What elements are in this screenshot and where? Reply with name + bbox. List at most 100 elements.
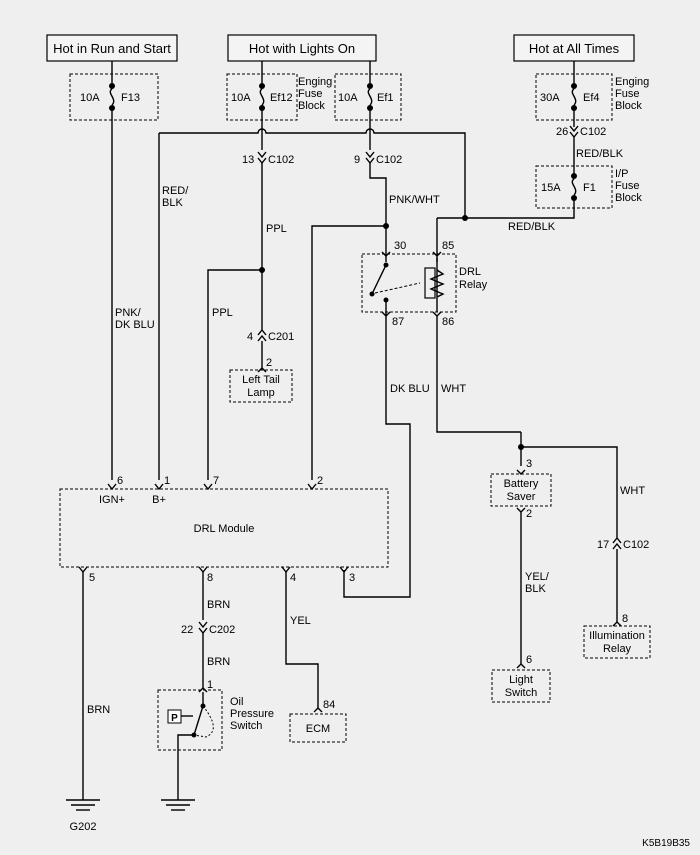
wire-brn-lower: BRN: [207, 656, 230, 668]
battery-saver-pin-top: 3: [526, 458, 532, 470]
fuse-f13-id: F13: [121, 92, 140, 104]
ip-fuse-block-label: I/P Fuse Block: [615, 168, 642, 204]
svg-text:RED/: RED/: [162, 185, 189, 197]
ip-block-line-1: I/P: [615, 168, 628, 180]
engine-fuse-block-label-2: Enging Fuse Block: [615, 76, 649, 112]
left-tail-lamp-line-1: Left Tail: [242, 374, 280, 386]
figure-code: K5B19B35: [642, 838, 690, 849]
module-pin-3: 3: [349, 572, 355, 584]
connector-c102-9: 9 C102: [354, 151, 402, 166]
light-switch-pin: 6: [526, 654, 532, 666]
fuse-ef12: 10A Ef12: [226, 73, 298, 121]
ip-block-line-2: Fuse: [615, 180, 639, 192]
module-pin-1: 1: [164, 475, 170, 487]
battery-saver: 3 Battery Saver 2: [490, 458, 552, 520]
fuse-f1: 15A F1: [535, 165, 613, 209]
ecm-name: ECM: [306, 723, 330, 735]
drl-relay: 30 85 DRL Relay 87 86: [361, 240, 488, 328]
engine-fuse-block-label-1: Enging Fuse Block: [298, 76, 332, 112]
svg-text:PNK/: PNK/: [115, 307, 142, 319]
relay-pin-30: 30: [394, 240, 406, 252]
oil-switch-line-1: Oil: [230, 696, 243, 708]
wire-wht-right: WHT: [620, 485, 645, 497]
left-tail-lamp-line-2: Lamp: [247, 387, 275, 399]
module-pin-2: 2: [317, 475, 323, 487]
connector-c102-13: 13 C102: [242, 151, 294, 166]
module-label-ign: IGN+: [99, 494, 125, 506]
header-all-times: Hot at All Times: [513, 34, 635, 62]
fuse-ef1-amps: 10A: [338, 92, 358, 104]
illumination-relay-line-2: Relay: [603, 643, 632, 655]
wire-pnk-wht: PNK/WHT: [389, 194, 440, 206]
header-run-start: Hot in Run and Start: [46, 34, 178, 62]
wire-red-blk-relay: RED/BLK: [508, 221, 556, 233]
wire-pnk-dkblu-label: PNK/ DK BLU: [115, 307, 155, 331]
wire-wht-relay: WHT: [441, 383, 466, 395]
wire-yel-blk-label: YEL/ BLK: [525, 571, 550, 595]
wire-ppl-upper: PPL: [266, 223, 287, 235]
c102-13-pin: 13: [242, 154, 254, 166]
relay-pin-87: 87: [392, 316, 404, 328]
fuse-f13: 10A F13: [69, 73, 159, 121]
ip-block-line-3: Block: [615, 192, 642, 204]
engine-block-1-line-3: Block: [298, 100, 325, 112]
svg-text:BLK: BLK: [162, 197, 183, 209]
module-pin-7: 7: [213, 475, 219, 487]
c102-26-name: C102: [580, 126, 606, 138]
c102-13-name: C102: [268, 154, 294, 166]
header-lights-on: Hot with Lights On: [227, 34, 377, 62]
wire-yel: YEL: [290, 615, 311, 627]
fuse-ef12-amps: 10A: [231, 92, 251, 104]
wire-dk-blu: DK BLU: [390, 383, 430, 395]
fuse-ef4: 30A Ef4: [535, 73, 613, 121]
header-run-start-text: Hot in Run and Start: [53, 41, 171, 56]
module-label-b: B+: [152, 494, 166, 506]
fuse-ef12-id: Ef12: [270, 92, 293, 104]
fuse-ef1-id: Ef1: [377, 92, 394, 104]
module-pin-8: 8: [207, 572, 213, 584]
fuse-ef4-amps: 30A: [540, 92, 560, 104]
relay-name-line-2: Relay: [459, 279, 488, 291]
ground-g202-label: G202: [70, 821, 97, 833]
battery-saver-line-2: Saver: [507, 491, 536, 503]
connector-c102-17: 17 C102: [597, 536, 649, 551]
relay-name-line-1: DRL: [459, 266, 481, 278]
connector-c201-4: 4 C201: [247, 328, 294, 343]
c102-26-pin: 26: [556, 126, 568, 138]
oil-switch-line-3: Switch: [230, 720, 262, 732]
ecm-pin: 84: [323, 699, 335, 711]
oil-switch-line-2: Pressure: [230, 708, 274, 720]
oil-switch-pin: 1: [207, 679, 213, 691]
module-pin-6: 6: [117, 475, 123, 487]
c201-4-name: C201: [268, 331, 294, 343]
c202-22-name: C202: [209, 624, 235, 636]
c202-22-pin: 22: [181, 624, 193, 636]
engine-block-1-line-1: Enging: [298, 76, 332, 88]
wire-brn-ground: BRN: [87, 704, 110, 716]
wire-red-blk-left-label: RED/ BLK: [162, 185, 189, 209]
c102-9-name: C102: [376, 154, 402, 166]
wire-red-blk-ip: RED/BLK: [576, 148, 624, 160]
illumination-relay-pin: 8: [622, 613, 628, 625]
relay-pin-86: 86: [442, 316, 454, 328]
c102-9-pin: 9: [354, 154, 360, 166]
ground-g202: G202: [66, 799, 100, 833]
left-tail-lamp-pin: 2: [266, 357, 272, 369]
fuse-f13-amps: 10A: [80, 92, 100, 104]
c102-17-pin: 17: [597, 539, 609, 551]
light-switch-line-1: Light: [509, 674, 533, 686]
light-switch: 6 Light Switch: [491, 654, 551, 703]
left-tail-lamp: 2 Left Tail Lamp: [229, 357, 293, 403]
fuse-ef4-id: Ef4: [583, 92, 600, 104]
wire-ppl-lower: PPL: [212, 307, 233, 319]
light-switch-line-2: Switch: [505, 687, 537, 699]
illumination-relay: 8 Illumination Relay: [583, 613, 651, 659]
connector-c102-26: 26 C102: [556, 125, 606, 139]
oil-pressure-switch: 1 P Oil Pressure Switch: [157, 679, 274, 756]
battery-saver-line-1: Battery: [504, 478, 539, 490]
module-pin-4: 4: [290, 572, 296, 584]
module-pin-5: 5: [89, 572, 95, 584]
illumination-relay-line-1: Illumination: [589, 630, 645, 642]
engine-block-1-line-2: Fuse: [298, 88, 322, 100]
